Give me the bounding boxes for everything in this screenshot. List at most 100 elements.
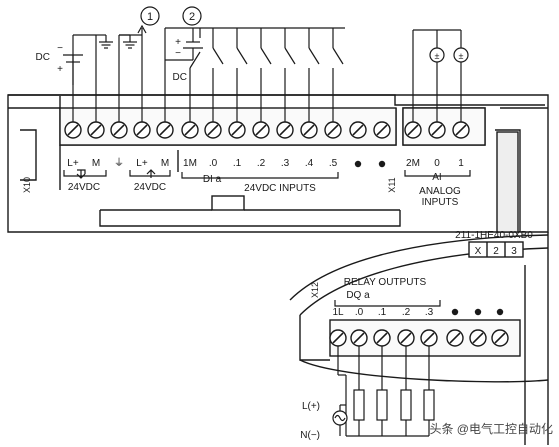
top-terminal-screw-slot [159,124,171,136]
relay-terminal-screw [491,329,509,347]
relay-terminal-label: .0 [355,307,364,318]
input-group-bracket [181,172,339,179]
callout-circle [182,6,202,26]
relay-terminal-label: .2 [402,307,411,318]
analog-terminal-screw [404,121,422,139]
part-number-label: 211-1HE40-0XB0 [455,230,533,241]
unused-terminal-dot [354,160,362,168]
top-terminal-screw [349,121,367,139]
version-box-value: 3 [511,246,517,257]
top-terminal-screw-slot [376,124,388,136]
analog-source-symbol [429,47,445,63]
top-terminal-screw-slot [231,124,243,136]
input-switch-contact [189,51,201,69]
analog-terminal-label: 0 [434,158,440,169]
analog-terminal-screw [428,121,446,139]
relay-terminal-screw [373,329,391,347]
supply-in-arrow [76,169,86,179]
top-terminal-screw-slot [207,124,219,136]
power-group-bracket [63,170,107,177]
load-supply-line-label: L(+) [302,401,320,412]
relay-terminal-screw-slot [332,332,344,344]
input-terminal-label: .5 [329,158,338,169]
relay-terminal-screw-slot [400,332,412,344]
analog-terminal-screw [452,121,470,139]
watermark-text: 头条 @电气工控自动化 [429,421,553,436]
top-terminal-screw-slot [327,124,339,136]
dc-source-right-label: DC [173,72,187,83]
analog-terminal-label: 1 [458,158,464,169]
analog-group-bracket [404,170,471,177]
dc-source-plus: + [57,64,63,75]
load-resistor [423,389,435,421]
top-terminal-screw [228,121,246,139]
relay-terminal-screw [329,329,347,347]
power-group-bracket [129,170,171,177]
top-terminal-screw [181,121,199,139]
power-terminal-label: M [92,158,100,169]
sensor-supply-arrow [137,24,147,35]
top-terminal-screw-slot [184,124,196,136]
input-terminal-label: .2 [257,158,266,169]
analog-source-sign: ± [435,51,440,61]
top-terminal-screw-slot [279,124,291,136]
power-group-b-label: 24VDC [134,182,166,193]
input-byte-label: DI a [203,174,222,185]
input-switch-contact [236,47,248,65]
relay-terminal-screw-slot [494,332,506,344]
top-terminal-screw-slot [303,124,315,136]
module-housing [7,94,549,445]
relay-terminal-label: .1 [378,307,387,318]
power-terminal-label: L+ [67,158,79,169]
input-terminal-label: .0 [209,158,218,169]
analog-group-line-2: INPUTS [422,197,459,208]
unused-terminal-dot [496,308,504,316]
top-terminal-screw [133,121,151,139]
relay-terminal-label: 1L [332,307,344,318]
unused-terminal-dot [474,308,482,316]
connector-x10-label: X10 [22,177,32,193]
analog-terminal-label: 2M [406,158,420,169]
relay-terminal-label: .3 [425,307,434,318]
relay-terminal-screw-slot [423,332,435,344]
relay-terminal-screw-slot [449,332,461,344]
relay-terminal-screw-slot [353,332,365,344]
input-terminal-label: .1 [233,158,242,169]
load-resistor [353,389,365,421]
analog-terminal-screw-slot [455,124,467,136]
ac-source-wave [334,414,346,422]
relay-terminal-screw-slot [472,332,484,344]
top-terminal-screw-slot [113,124,125,136]
power-group-a-label: 24VDC [68,182,100,193]
version-box-value: X [475,246,482,257]
dc-source-minus: − [175,48,181,59]
top-terminal-screw [156,121,174,139]
input-switch-contact [332,47,344,65]
unused-terminal-dot [451,308,459,316]
top-terminal-screw [204,121,222,139]
callout-circle [140,6,160,26]
version-box-value: 2 [493,246,499,257]
relay-title-label: RELAY OUTPUTS [344,277,427,288]
input-switch-contact [284,47,296,65]
callout-number: 2 [189,11,195,23]
input-terminal-label: 1M [183,158,197,169]
analog-sub-label: AI [432,172,441,183]
callout-number: 1 [147,11,153,23]
input-switch-contact [260,47,272,65]
top-terminal-screw [373,121,391,139]
input-group-label: 24VDC INPUTS [244,183,316,194]
relay-terminal-screw [350,329,368,347]
top-terminal-screw-slot [90,124,102,136]
top-terminal-screw-slot [67,124,79,136]
relay-terminal-screw [420,329,438,347]
top-terminal-screw-slot [352,124,364,136]
analog-terminal-screw-slot [431,124,443,136]
analog-group-line-1: ANALOG [419,186,461,197]
power-terminal-label: ⏚ [114,157,124,169]
relay-terminal-screw [469,329,487,347]
top-terminal-screw-slot [255,124,267,136]
input-terminal-label: .3 [281,158,290,169]
relay-terminal-screw-slot [376,332,388,344]
